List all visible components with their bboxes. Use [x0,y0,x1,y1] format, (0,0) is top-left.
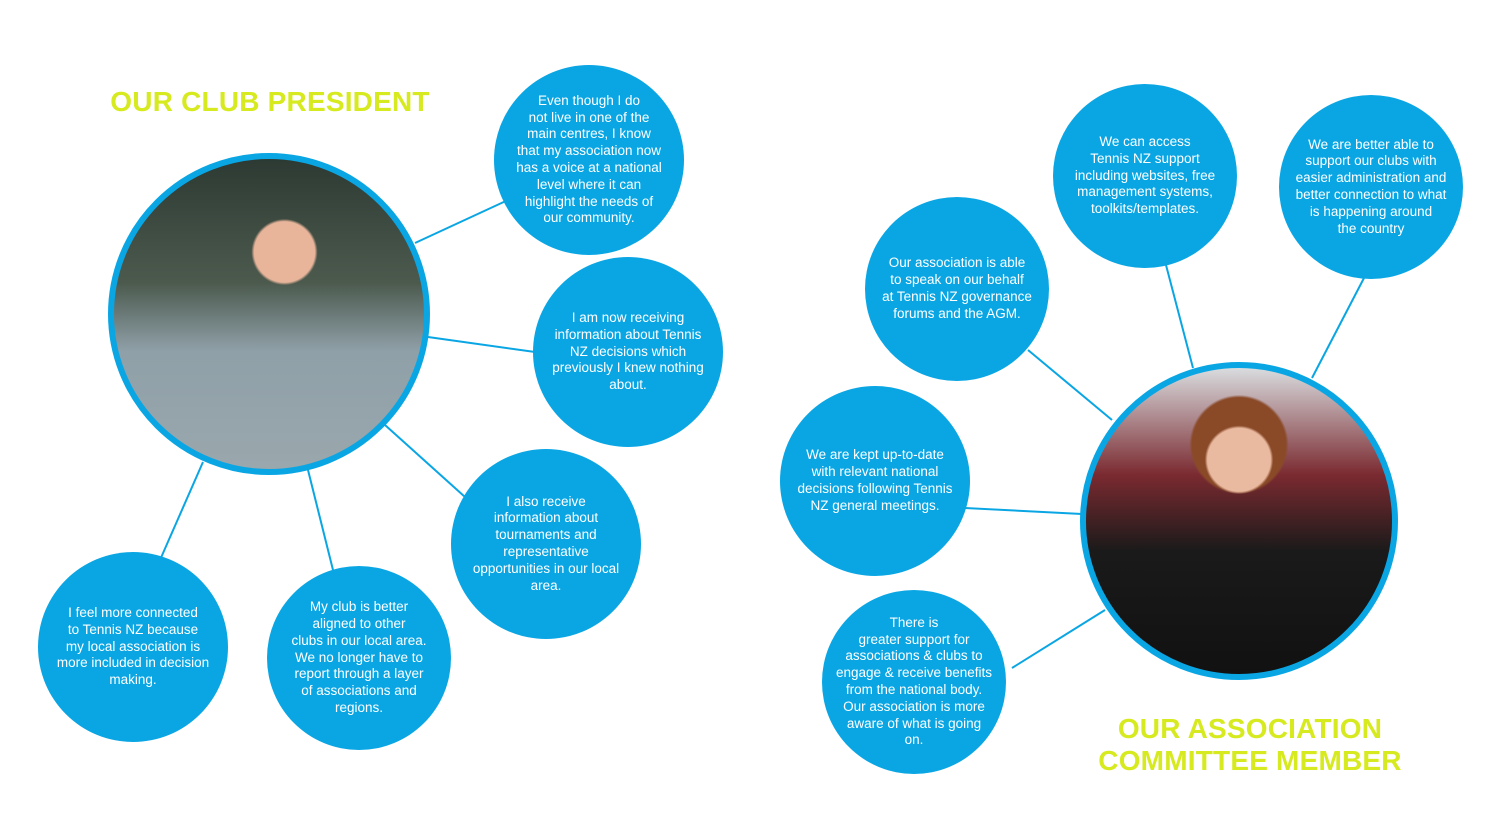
quote-line: area. [530,577,562,593]
quote-line: We no longer have to [294,649,424,665]
connector-line [307,469,334,571]
connector-line [384,424,466,498]
connector-line [1165,264,1194,369]
quote-line: I feel more connected [68,605,198,620]
quote-line: management systems, [1077,184,1213,200]
quote-line: is happening around [1309,203,1433,219]
quote-line: tournaments and [495,527,597,543]
quote-line: aligned to other [312,616,406,631]
quote-line: clubs in our local area. [291,632,427,648]
quote-line: has a voice at a national [516,160,662,175]
quote-line: making. [109,672,157,688]
quote-line: main centres, I know [527,126,651,142]
quote-line: to Tennis NZ because [67,621,199,637]
club-president-title: OUR CLUB PRESIDENT [110,86,430,117]
connector-line [1027,349,1113,421]
quote-line: information about Tennis [554,326,702,342]
quote-line: I also receive [506,493,586,509]
connector-line [414,199,509,244]
quote-line: decisions following Tennis [797,481,953,496]
quote-line: We are better able to [1308,136,1434,152]
quote-line: I am now receiving [571,310,685,325]
quote-line: my local association is [65,638,201,654]
quote-line: level where it can [536,176,642,192]
quote-line: Tennis NZ support [1090,150,1200,166]
club-president-photo [108,153,430,475]
quote-line: previously I knew nothing [552,360,704,376]
quote-line: We are kept up-to-date [806,447,944,463]
quote-line: engage & receive benefits [835,665,993,681]
quote-line: Our association is more [843,698,985,714]
connector-line [1011,609,1106,669]
connector-line [159,461,204,561]
quote-line: highlight the needs of [524,193,654,209]
quote-line: information about [493,510,599,526]
quote-line: better connection to what [1295,187,1447,202]
connector-line [427,336,536,353]
quote-line: easier administration and [1295,170,1447,186]
quote-line: including websites, free [1074,167,1216,183]
quote-line: Even though I do [537,92,641,108]
quote-line: NZ general meetings. [810,497,940,513]
quote-line: toolkits/templates. [1090,201,1200,217]
quote-line: at Tennis NZ governance [882,289,1032,304]
quote-line: to speak on our behalf [890,272,1024,288]
quote-line: that my association now [516,143,662,159]
quote-line: of associations and [301,683,417,699]
quote-line: regions. [334,699,384,715]
connector-line [1311,277,1365,379]
quote-line: There is [889,614,939,630]
connector-line [964,507,1083,515]
quote-line: the country [1337,220,1405,236]
quote-line: NZ decisions which [569,343,687,359]
quote-line: support our clubs with [1305,153,1437,169]
quote-line: report through a layer [294,666,424,682]
quote-line: from the national body. [845,682,983,697]
quote-line: Our association is able [888,255,1026,271]
quote-line: our community. [543,210,635,226]
quote-line: more included in decision [56,655,210,671]
quote-line: My club is better [309,599,409,615]
quote-line: opportunities in our local [472,560,620,576]
quote-line: We can access [1099,134,1191,149]
quote-line: with relevant national [811,464,939,480]
quote-line: greater support for [858,631,970,647]
quote-line: aware of what is going [846,715,982,731]
quote-line: representative [503,544,589,559]
quote-line: about. [609,377,647,393]
title-line: COMMITTEE MEMBER [1098,745,1402,776]
quote-line: associations & clubs to [845,648,983,664]
quote-line: on. [904,732,924,748]
committee-member-title: OUR ASSOCIATION COMMITTEE MEMBER [1070,713,1430,777]
committee-member-photo [1080,362,1398,680]
quote-line: forums and the AGM. [893,305,1021,321]
title-line: OUR ASSOCIATION [1117,713,1383,744]
quote-line: not live in one of the [528,109,650,125]
